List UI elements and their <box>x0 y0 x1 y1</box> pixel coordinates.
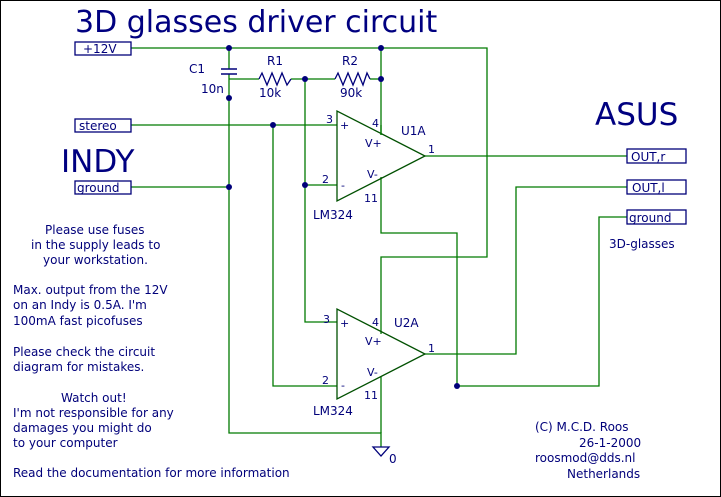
port-outl-label: OUT,l <box>632 181 665 195</box>
u1-pin4: 4 <box>372 117 379 130</box>
junction-dot <box>302 182 308 188</box>
u2-plus-sign: + <box>340 317 349 330</box>
r2-name: R2 <box>342 54 358 68</box>
port-ground-left-label: ground <box>77 181 119 195</box>
opamp-u1a: 3 + 2 - 4 V+ V- 11 1 U1A LM324 <box>313 109 435 222</box>
u1-pin1: 1 <box>428 143 435 156</box>
note-line: Please use fuses <box>45 223 145 237</box>
credit-line: (C) M.C.D. Roos <box>535 420 629 434</box>
port-ground-right-label: ground <box>629 211 671 225</box>
u2-name: U2A <box>394 316 419 330</box>
wire-ref-u1-minus <box>304 79 337 186</box>
c1-name: C1 <box>189 62 205 76</box>
port-outr: OUT,r <box>626 148 687 164</box>
note-line: on an Indy is 0.5A. I'm <box>13 298 147 312</box>
c1-value: 10n <box>201 82 224 96</box>
r1-name: R1 <box>267 54 283 68</box>
note-line: I'm not responsible for any <box>13 406 174 420</box>
opamp-u2a: 3 + 2 - 4 V+ V- 11 1 U2A LM324 <box>313 307 435 418</box>
port-outl: OUT,l <box>626 179 687 195</box>
port-stereo: stereo <box>74 118 132 133</box>
u1-pin11: 11 <box>364 192 378 205</box>
u2-pin1: 1 <box>428 342 435 355</box>
port-12v-label: +12V <box>83 42 117 56</box>
r2-value: 90k <box>340 86 362 100</box>
junction-dot <box>226 45 232 51</box>
u2-minus-sign: - <box>341 379 345 392</box>
u2-pin2: 2 <box>322 374 329 387</box>
note-line: 100mA fast picofuses <box>13 314 143 328</box>
note-line: to your computer <box>13 436 118 450</box>
r1-value: 10k <box>259 86 281 100</box>
resistor-r1: R1 10k <box>258 54 292 100</box>
note-line: your workstation. <box>43 253 148 267</box>
u1-plus-sign: + <box>340 119 349 132</box>
junction-dot <box>226 95 232 101</box>
schematic-title: 3D glasses driver circuit <box>75 5 438 40</box>
u2-part: LM324 <box>313 404 353 418</box>
glasses-label: 3D-glasses <box>609 237 675 251</box>
port-stereo-label: stereo <box>79 119 117 133</box>
wire-12v-rail <box>131 47 488 325</box>
junction-dot <box>454 383 460 389</box>
wire-stereo-u2-minus <box>272 125 337 387</box>
port-outr-label: OUT,r <box>631 150 665 164</box>
note-line: Max. output from the 12V <box>13 283 168 297</box>
wire-ground-right <box>457 216 627 387</box>
capacitor-c1: C1 10n <box>189 62 237 96</box>
u2-pin3: 3 <box>323 313 330 326</box>
u1-part: LM324 <box>313 208 353 222</box>
credit-line: roosmod@dds.nl <box>535 451 636 465</box>
u1-minus-sign: - <box>341 179 345 192</box>
u2-pin11: 11 <box>364 389 378 402</box>
port-ground-right: ground <box>626 209 687 225</box>
asus-label: ASUS <box>595 97 678 133</box>
junction-dot <box>378 45 384 51</box>
u2-vminus-label: V- <box>367 366 378 379</box>
u1-name: U1A <box>401 124 426 138</box>
note-line: diagram for mistakes. <box>13 360 144 374</box>
junction-dot <box>302 76 308 82</box>
wire-u1-pin11 <box>380 177 458 386</box>
credits-block: (C) M.C.D. Roos 26-1-2000 roosmod@dds.nl… <box>535 420 641 481</box>
u1-vplus-label: V+ <box>365 137 382 150</box>
wire-u2-out <box>425 186 627 355</box>
ground-net-label: 0 <box>389 452 397 466</box>
junction-dot <box>226 184 232 190</box>
credit-line: Netherlands <box>567 467 640 481</box>
wire-ref-u2-plus <box>304 185 337 323</box>
credit-line: 26-1-2000 <box>579 436 641 450</box>
u1-pin2: 2 <box>322 173 329 186</box>
junction-dot <box>270 122 276 128</box>
u1-vminus-label: V- <box>367 168 378 181</box>
note-read: Read the documentation for more informat… <box>13 466 290 480</box>
resistor-r2: R2 90k <box>334 54 371 100</box>
port-12v: +12V <box>74 41 132 56</box>
u1-pin3: 3 <box>326 113 333 126</box>
junction-dot <box>378 76 384 82</box>
port-ground-left: ground <box>74 180 132 195</box>
note-line: Please check the circuit <box>13 345 155 359</box>
u2-vplus-label: V+ <box>365 335 382 348</box>
ground-icon: 0 <box>371 446 397 466</box>
junctions <box>226 45 460 389</box>
note-line: damages you might do <box>13 421 152 435</box>
notes-block: Please use fuses in the supply leads to … <box>13 223 290 480</box>
note-line: in the supply leads to <box>31 238 160 252</box>
u2-pin4: 4 <box>372 316 379 329</box>
wire-ground-net <box>228 89 382 447</box>
wires <box>131 47 627 447</box>
note-line: Watch out! <box>61 391 127 405</box>
indy-label: INDY <box>61 144 135 180</box>
